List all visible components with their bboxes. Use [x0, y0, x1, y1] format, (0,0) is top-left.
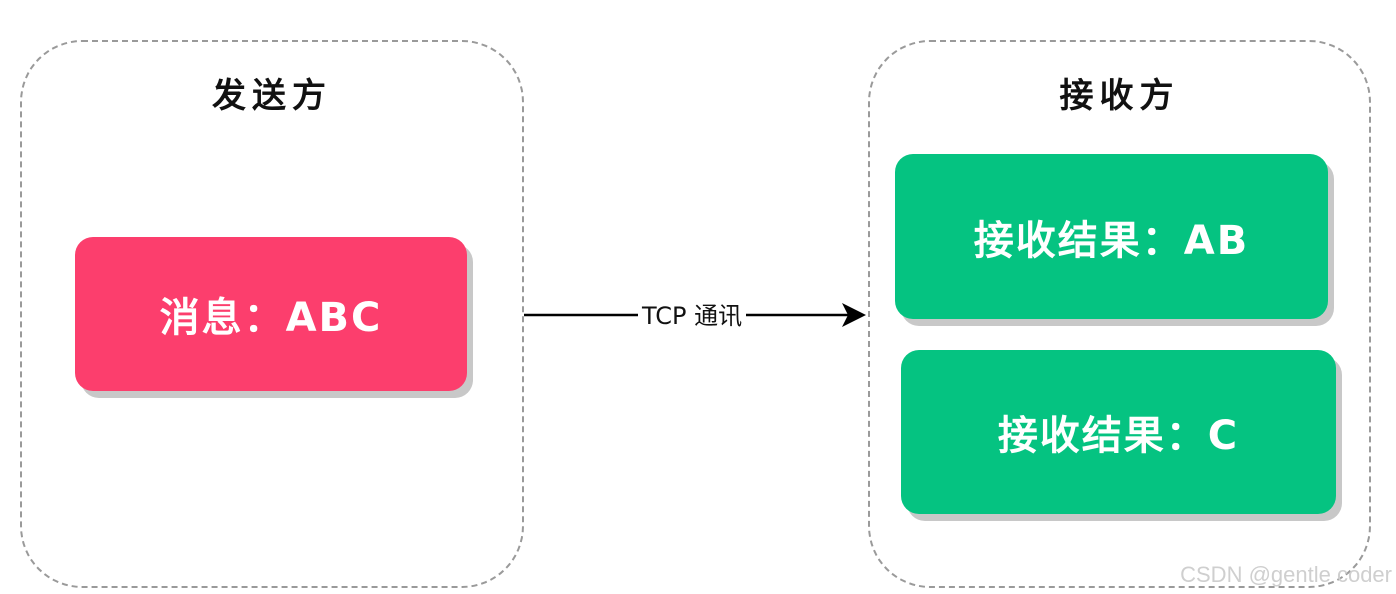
receiver-group: 接收方 — [868, 40, 1371, 588]
result-box-ab: 接收结果：AB — [895, 154, 1328, 319]
receiver-title: 接收方 — [1059, 76, 1180, 116]
result-box-c: 接收结果：C — [901, 350, 1336, 514]
watermark: CSDN @gentle coder — [1180, 562, 1392, 587]
sender-group: 发送方 — [20, 40, 524, 588]
arrow-head — [842, 303, 866, 327]
message-box: 消息：ABC — [75, 237, 467, 391]
sender-title: 发送方 — [212, 76, 332, 116]
arrow-label: TCP 通讯 — [638, 299, 747, 333]
